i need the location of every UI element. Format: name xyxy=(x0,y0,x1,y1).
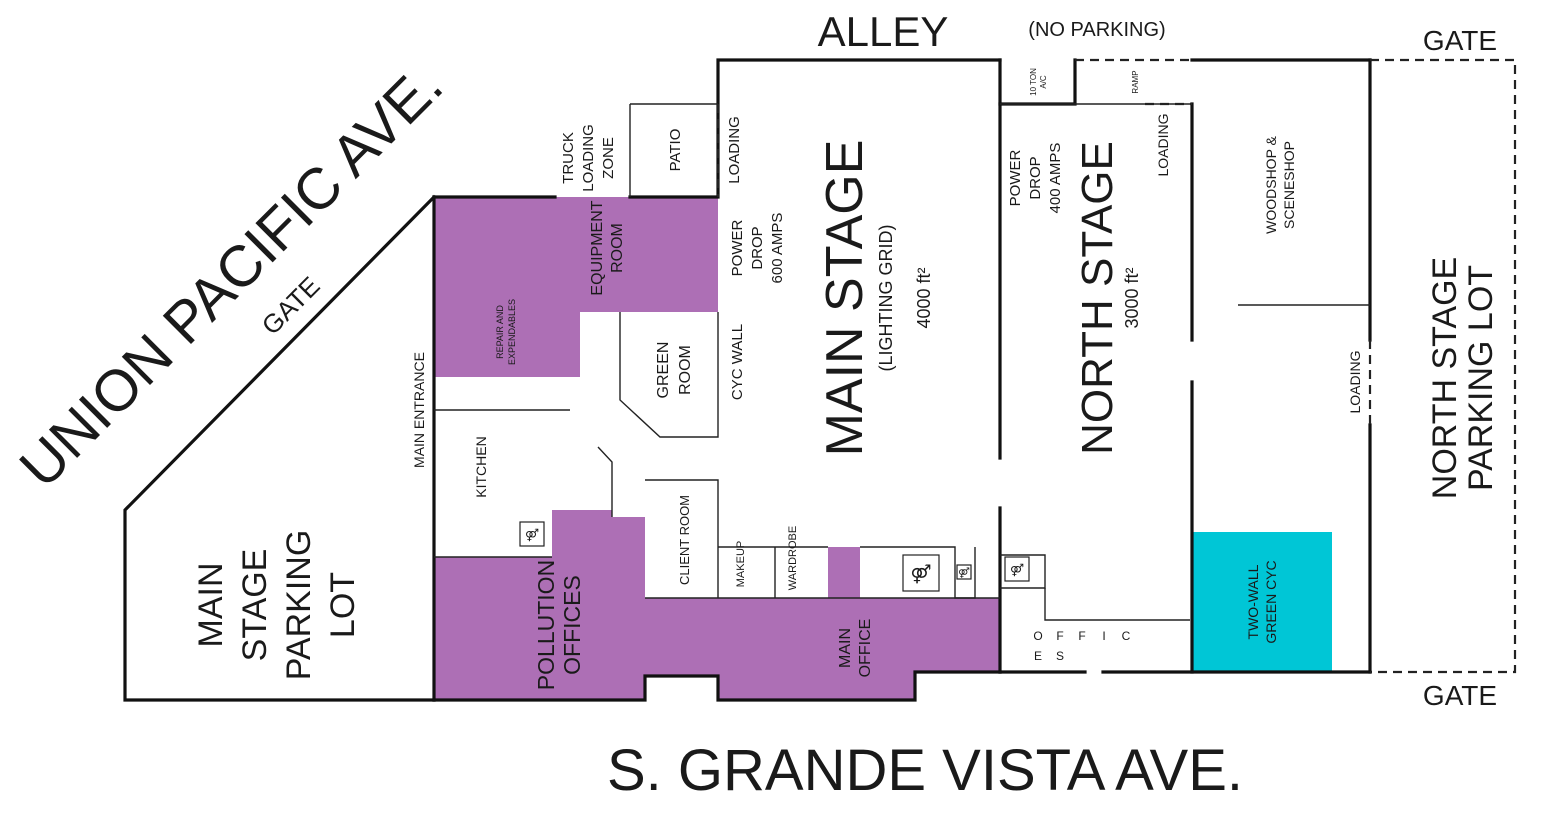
power-line: 600 AMPS xyxy=(769,213,786,284)
main-stage-name: MAIN STAGE xyxy=(816,140,874,457)
parking-line: PARKING xyxy=(280,530,318,681)
room-label: POLLUTION xyxy=(533,560,559,690)
restroom-icon: ⚤ xyxy=(902,554,940,592)
offices-letter: E xyxy=(1034,649,1042,663)
main-stage-area: 4000 ft² xyxy=(914,267,934,328)
power-drop-main: POWER DROP 600 AMPS xyxy=(729,213,786,284)
truck-loading-zone: TRUCK LOADING ZONE xyxy=(560,124,617,192)
makeup-label: MAKEUP xyxy=(735,541,747,587)
no-parking-label: (NO PARKING) xyxy=(1028,19,1165,41)
room-label: EXPENDABLES xyxy=(507,299,517,365)
room-label: WOODSHOP & xyxy=(1263,135,1279,233)
loading-woodshop: LOADING xyxy=(1347,350,1363,413)
north-stage-area: 3000 ft² xyxy=(1122,267,1142,328)
gate-top-right: GATE xyxy=(1423,25,1497,56)
ac-line: 10 TON xyxy=(1029,68,1038,96)
pollution-offices-fill xyxy=(434,510,1000,700)
equipment-room-fill xyxy=(434,197,718,312)
room-label: LOADING xyxy=(580,124,597,192)
woodshop-sceneshop: WOODSHOP & SCENESHOP xyxy=(1263,135,1297,233)
offices-letter: F xyxy=(1056,629,1063,643)
svg-text:⚤: ⚤ xyxy=(910,564,931,584)
restroom-icon: ⚤ xyxy=(956,564,972,580)
offices-letter: F xyxy=(1078,629,1085,643)
parking-line: NORTH STAGE xyxy=(1426,257,1464,499)
room-label: OFFICE xyxy=(857,619,874,678)
room-label: SCENESHOP xyxy=(1281,141,1297,229)
main-stage-parking-lot: MAIN STAGE PARKING LOT xyxy=(192,530,362,681)
power-drop-north: POWER DROP 400 AMPS xyxy=(1007,143,1064,214)
main-office: MAIN OFFICE xyxy=(837,619,874,678)
room-label: TWO-WALL xyxy=(1245,564,1261,639)
svg-text:⚤: ⚤ xyxy=(525,528,539,542)
patio-label: PATIO xyxy=(667,129,684,172)
two-wall-green-cyc-fill xyxy=(1193,532,1332,671)
ac-unit: 10 TON A/C xyxy=(1029,68,1048,96)
offices-letter: C xyxy=(1122,629,1131,643)
main-stage-sub: (LIGHTING GRID) xyxy=(876,225,896,372)
room-label: MAIN xyxy=(837,628,854,668)
offices-letter: I xyxy=(1102,629,1105,643)
north-stage-name: NORTH STAGE xyxy=(1073,141,1122,455)
repair-expendables-fill xyxy=(434,290,580,377)
union-pacific-label: UNION PACIFIC AVE. xyxy=(7,52,455,500)
kitchen-label: KITCHEN xyxy=(473,436,489,497)
two-wall-green-cyc: TWO-WALL GREEN CYC xyxy=(1245,560,1279,643)
power-line: DROP xyxy=(749,226,766,269)
ramp-label: RAMP xyxy=(1131,70,1140,93)
svg-text:⚤: ⚤ xyxy=(958,567,970,579)
parking-line: PARKING LOT xyxy=(1462,265,1500,491)
parking-line: MAIN xyxy=(192,563,230,648)
loading-main-stage: LOADING xyxy=(726,116,743,184)
grande-vista-label: S. GRANDE VISTA AVE. xyxy=(607,738,1243,803)
power-line: DROP xyxy=(1027,156,1044,199)
svg-text:⚤: ⚤ xyxy=(1010,563,1024,577)
north-stage-parking-lot: NORTH STAGE PARKING LOT xyxy=(1426,257,1500,499)
client-room-label: CLIENT ROOM xyxy=(677,495,692,585)
restroom-icon: ⚤ xyxy=(1004,556,1030,582)
alley-label: ALLEY xyxy=(818,8,949,55)
north-stage: NORTH STAGE 3000 ft² xyxy=(1073,141,1142,455)
room-label: TRUCK xyxy=(560,132,577,184)
room-label: ROOM xyxy=(677,345,694,395)
offices-letter: S xyxy=(1056,649,1064,663)
power-line: POWER xyxy=(1007,150,1024,207)
power-line: POWER xyxy=(729,220,746,277)
production-area-fill xyxy=(434,197,1332,700)
gate-bottom-right: GATE xyxy=(1423,680,1497,711)
power-line: 400 AMPS xyxy=(1047,143,1064,214)
wardrobe-label: WARDROBE xyxy=(787,526,799,590)
interior-lines xyxy=(434,58,1517,674)
room-label: ROOM xyxy=(609,223,626,273)
offices-letter: O xyxy=(1033,629,1042,643)
pollution-offices: POLLUTION OFFICES xyxy=(533,560,585,690)
equipment-room: EQUIPMENT ROOM xyxy=(589,200,626,295)
cyc-wall-label: CYC WALL xyxy=(729,324,746,400)
room-label: EQUIPMENT xyxy=(589,200,606,295)
main-stage: MAIN STAGE (LIGHTING GRID) 4000 ft² xyxy=(816,140,934,457)
room-label: OFFICES xyxy=(559,575,585,675)
repair-expendables: REPAIR AND EXPENDABLES xyxy=(495,299,517,365)
green-room: GREEN ROOM xyxy=(655,342,694,399)
room-label: GREEN xyxy=(655,342,672,399)
restroom-icon: ⚤ xyxy=(519,521,545,547)
ac-line: A/C xyxy=(1039,75,1048,89)
room-label: ZONE xyxy=(600,137,617,179)
room-label: GREEN CYC xyxy=(1263,560,1279,643)
parking-line: LOT xyxy=(324,572,362,638)
restrooms: ⚤ ⚤ ⚤ ⚤ xyxy=(519,521,1030,592)
offices-label: O F F I C E S xyxy=(1033,629,1130,663)
parking-line: STAGE xyxy=(236,549,274,662)
room-label: REPAIR AND xyxy=(495,305,505,359)
main-entrance-label: MAIN ENTRANCE xyxy=(411,352,427,468)
loading-north-stage: LOADING xyxy=(1155,113,1171,176)
